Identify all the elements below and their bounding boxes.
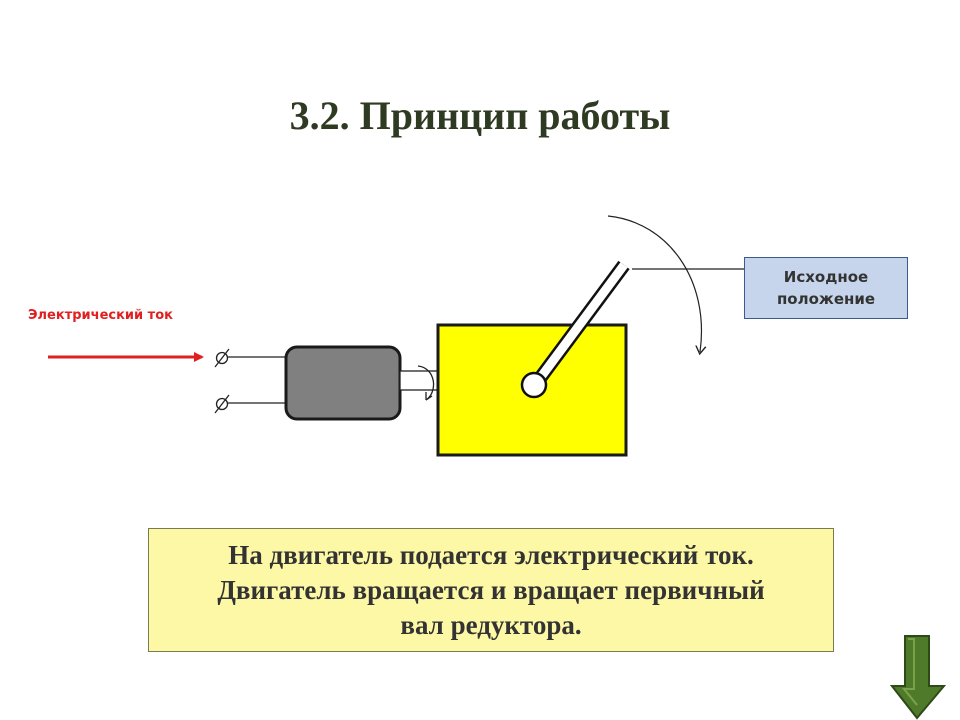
- caption-line-2: Двигатель вращается и вращает первичный: [217, 574, 765, 605]
- motor: [284, 345, 402, 421]
- output-lever: [520, 260, 630, 399]
- input-shaft: [399, 370, 439, 391]
- origin-label-line2: положение: [776, 290, 876, 308]
- rotation-arc-arrow: [607, 215, 701, 352]
- terminal-top: [214, 348, 230, 368]
- origin-position-label: Исходное положение: [744, 257, 908, 319]
- caption-line-1: На двигатель подается электрический ток.: [228, 539, 754, 570]
- terminal-bottom: [214, 394, 230, 414]
- electric-current-label: Электрический ток: [28, 308, 173, 323]
- caption-box: На двигатель подается электрический ток.…: [148, 528, 834, 652]
- origin-label-line1: Исходное: [783, 268, 869, 286]
- arrow-down-icon[interactable]: [890, 634, 946, 720]
- slide-title: 3.2. Принцип работы: [289, 93, 671, 138]
- caption-line-3: вал редуктора.: [400, 609, 582, 640]
